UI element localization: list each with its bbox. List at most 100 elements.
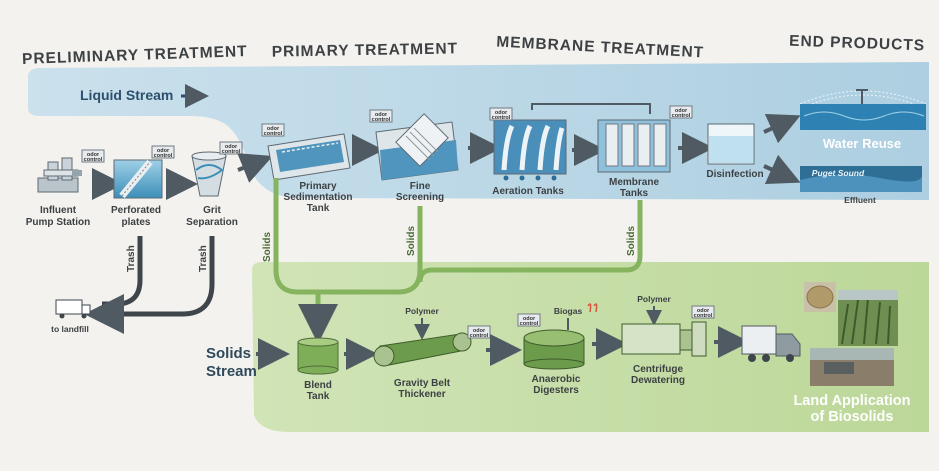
svg-text:control: control	[154, 153, 173, 159]
influent-label-2: Pump Station	[26, 217, 90, 228]
solids-label-2: Solids	[406, 226, 417, 256]
svg-text:control: control	[694, 313, 713, 319]
grit-label-1: Grit	[203, 205, 221, 216]
stage-preliminary: PRELIMINARY TREATMENT	[22, 43, 248, 68]
odor-control-badge-7: odor control	[669, 105, 693, 119]
svg-text:control: control	[672, 113, 691, 119]
svg-text:odor: odor	[375, 112, 388, 118]
biosolids-truck-icon	[741, 325, 801, 362]
anaerobic-label-1: Anaerobic	[532, 374, 581, 385]
solids-label-3: Solids	[626, 226, 637, 256]
odor-control-badge-2: odor control	[151, 145, 175, 159]
disinfection-label: Disinfection	[706, 169, 763, 180]
svg-text:odor: odor	[225, 144, 238, 150]
primary-sed-label-2: Sedimentation	[284, 192, 353, 203]
solids-label-1: Solids	[262, 232, 273, 262]
grit-label-2: Separation	[186, 217, 238, 228]
flow-arrow-to-reuse	[763, 114, 801, 144]
blend-tank-icon	[297, 337, 339, 375]
svg-text:control: control	[372, 117, 391, 123]
trash-line-2	[84, 236, 215, 334]
field-spreading-photo	[810, 348, 894, 386]
gbt-label-1: Gravity Belt	[394, 378, 451, 389]
centrifuge-label-1: Centrifuge	[633, 364, 683, 375]
landfill-truck-icon	[55, 299, 91, 319]
disinfection-tank-icon	[707, 123, 755, 165]
primary-sedimentation-tank-icon	[267, 133, 351, 181]
odor-control-badge-3: odor control	[219, 141, 243, 155]
svg-text:odor: odor	[675, 108, 688, 114]
influent-label-1: Influent	[40, 205, 77, 216]
solids-stream-band	[252, 262, 929, 432]
effluent-label: Effluent	[844, 195, 876, 205]
svg-text:control: control	[222, 149, 241, 155]
blend-label-1: Blend	[304, 380, 332, 391]
perforated-plates-icon	[113, 159, 163, 199]
polymer-label-2: Polymer	[637, 294, 671, 304]
landfill-label: to landfill	[51, 324, 89, 334]
membrane-label-2: Tanks	[620, 188, 649, 199]
liquid-stream-band	[28, 62, 929, 200]
aeration-label: Aeration Tanks	[492, 186, 564, 197]
odor-control-badge-1: odor control	[81, 149, 105, 163]
puget-sound-label: Puget Sound	[812, 168, 865, 178]
biogas-label: Biogas	[554, 306, 583, 316]
solids-pipe-membrane	[417, 200, 643, 283]
water-reuse-icon	[799, 89, 927, 130]
odor-control-badge-5: odor control	[369, 109, 393, 123]
gbt-label-2: Thickener	[398, 389, 445, 400]
blend-label-2: Tank	[307, 391, 330, 402]
stage-membrane: MEMBRANE TREATMENT	[496, 34, 705, 62]
odor-control-badge-4: odor control	[261, 123, 285, 137]
primary-sed-label-1: Primary	[299, 181, 337, 192]
svg-text:control: control	[264, 131, 283, 137]
odor-control-badge-8: odor control	[467, 325, 491, 339]
perforated-label-1: Perforated	[111, 205, 161, 216]
effluent-icon	[800, 166, 922, 192]
odor-control-badge-10: odor control	[691, 305, 715, 319]
svg-text:odor: odor	[495, 110, 508, 116]
fine-label-2: Screening	[396, 192, 444, 203]
anaerobic-digester-icon	[523, 318, 585, 370]
biosolids-photo-1	[804, 282, 836, 312]
svg-text:control: control	[84, 157, 103, 163]
crop-field-photo	[838, 290, 898, 346]
membrane-tanks-icon	[597, 119, 671, 173]
fine-label-1: Fine	[410, 181, 431, 192]
aeration-tanks-icon	[493, 103, 651, 181]
centrifuge-icon	[621, 321, 707, 357]
anaerobic-label-2: Digesters	[533, 385, 579, 396]
influent-pump-station-icon	[37, 157, 82, 193]
gravity-belt-thickener-icon	[373, 332, 472, 367]
polymer-label-1: Polymer	[405, 306, 439, 316]
land-application-label-2: of Biosolids	[811, 409, 894, 425]
svg-text:odor: odor	[697, 308, 710, 314]
water-reuse-label: Water Reuse	[823, 136, 901, 151]
stage-end: END PRODUCTS	[789, 33, 926, 55]
perforated-label-2: plates	[122, 217, 151, 228]
solids-pipe-primary	[273, 178, 318, 295]
svg-text:control: control	[492, 115, 511, 121]
svg-text:odor: odor	[267, 126, 280, 132]
svg-text:odor: odor	[473, 328, 486, 334]
flow-arrow	[237, 153, 273, 183]
fine-screening-icon	[375, 113, 459, 181]
odor-control-badge-6: odor control	[489, 107, 513, 121]
svg-text:odor: odor	[157, 148, 170, 154]
centrifuge-label-2: Dewatering	[631, 375, 685, 386]
svg-text:control: control	[470, 333, 489, 339]
svg-text:odor: odor	[523, 316, 536, 322]
liquid-stream-label: Liquid Stream	[80, 87, 173, 103]
svg-text:odor: odor	[87, 152, 100, 158]
odor-control-badge-9: odor control	[517, 313, 541, 327]
flow-arrow-to-effluent	[763, 154, 801, 184]
grit-separation-icon	[191, 151, 227, 197]
biogas-flame-icon	[587, 303, 598, 313]
stage-primary: PRIMARY TREATMENT	[272, 40, 459, 60]
land-application-label-1: Land Application	[793, 393, 910, 409]
membrane-label-1: Membrane	[609, 177, 659, 188]
trash-label-2: Trash	[198, 245, 209, 272]
solids-stream-label-2: Stream	[206, 363, 257, 380]
trash-label-1: Trash	[126, 245, 137, 272]
